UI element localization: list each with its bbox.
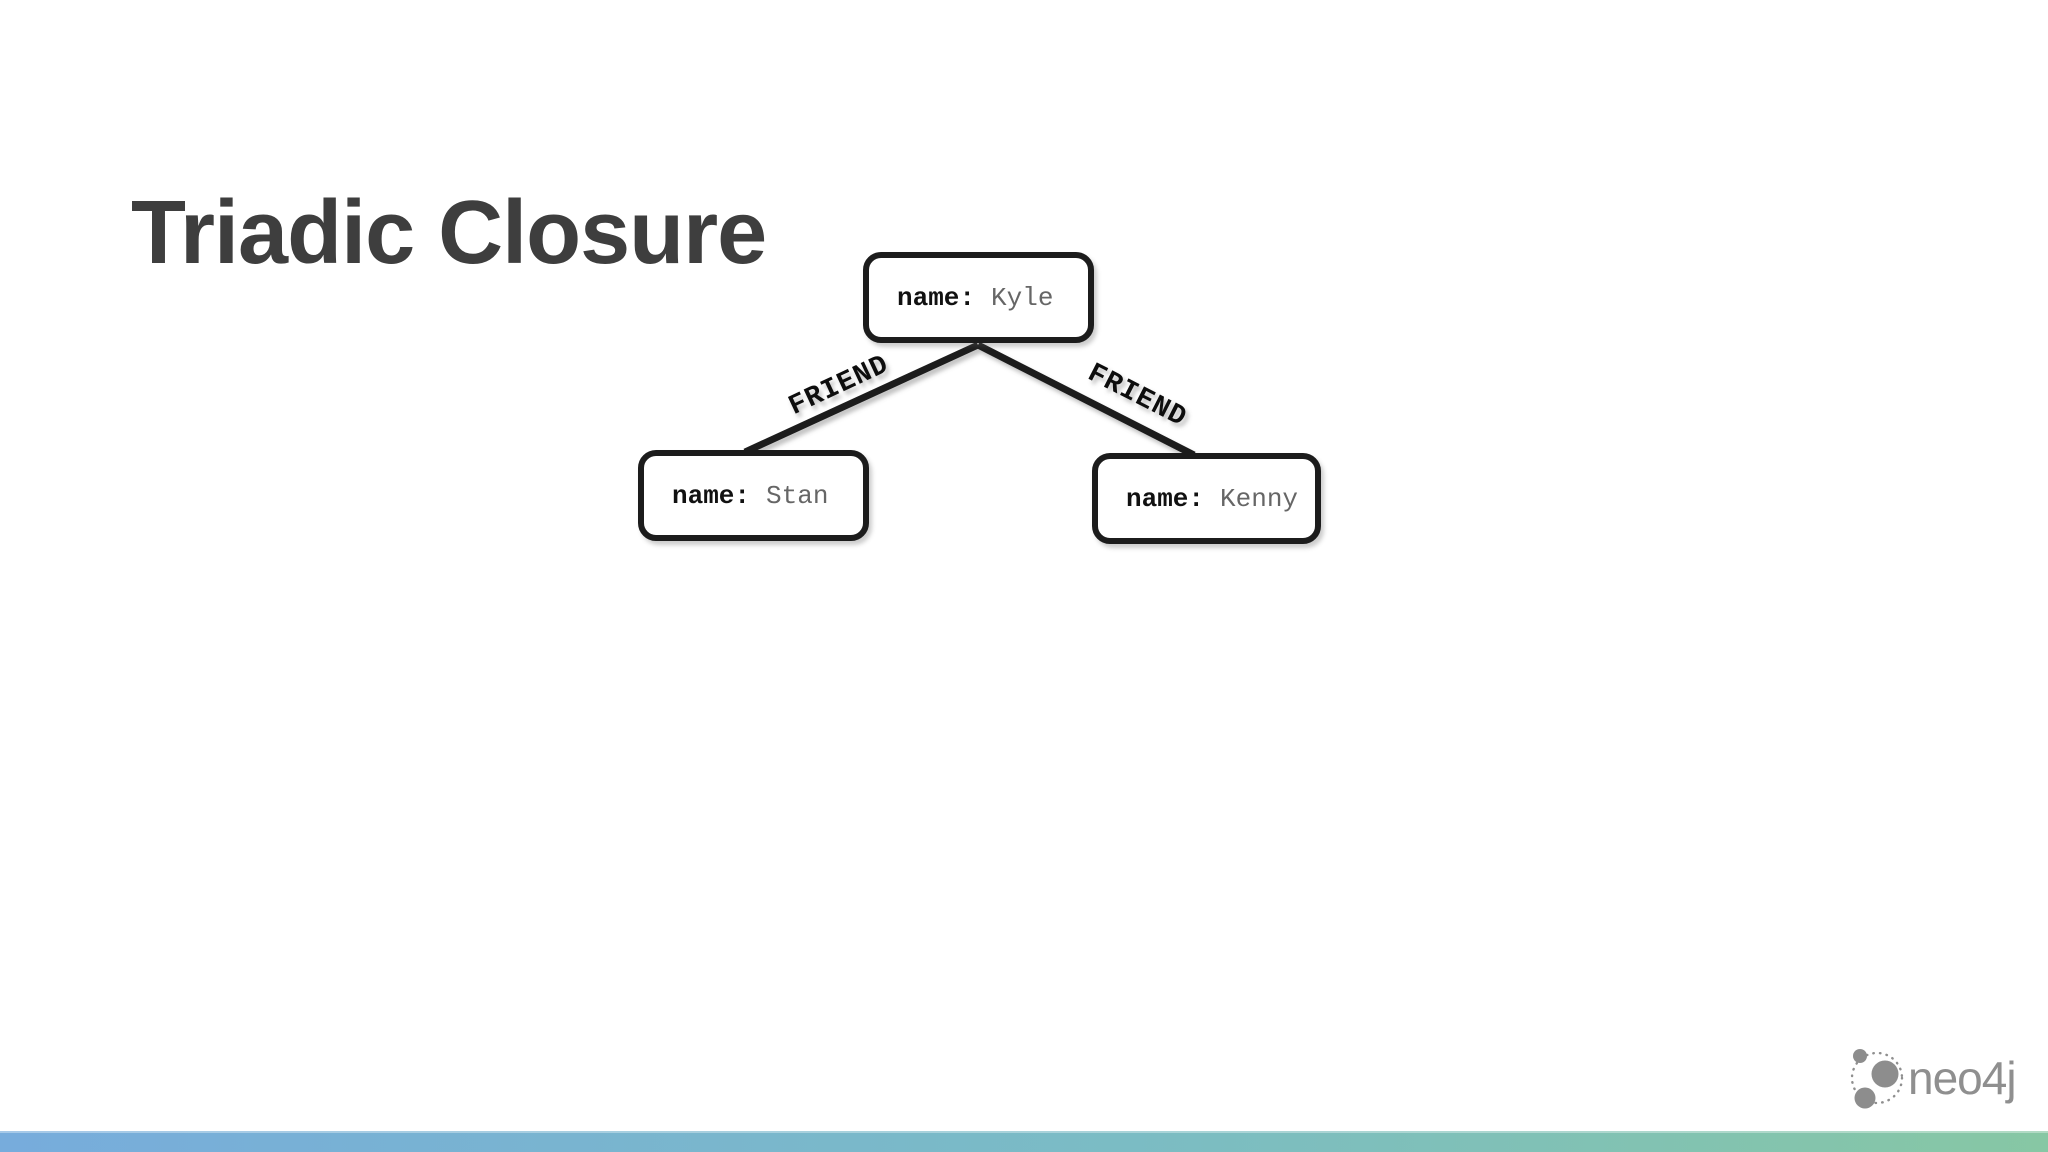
node-kyle: name: Kyle bbox=[863, 252, 1094, 343]
edge-kyle-kenny bbox=[976, 341, 1196, 459]
neo4j-logo-icon bbox=[1850, 1049, 1904, 1109]
node-kenny-property-key: name: bbox=[1126, 483, 1205, 514]
node-kenny-property-value: Kenny bbox=[1220, 483, 1299, 514]
node-kenny: name: Kenny bbox=[1092, 453, 1321, 544]
edge-label-friend-left: FRIEND bbox=[784, 349, 894, 422]
neo4j-logo-text: neo4j bbox=[1908, 1052, 2016, 1104]
node-kyle-property-value: Kyle bbox=[991, 282, 1054, 313]
footer-gradient-bar bbox=[0, 1131, 2048, 1152]
slide-title: Triadic Closure bbox=[131, 183, 767, 284]
edge-kyle-stan bbox=[743, 341, 980, 456]
node-stan: name: Stan bbox=[638, 450, 869, 541]
node-stan-property-key: name: bbox=[672, 480, 751, 511]
neo4j-logo: neo4j bbox=[1850, 1049, 2017, 1109]
node-kyle-property-key: name: bbox=[897, 282, 976, 313]
edge-label-friend-right: FRIEND bbox=[1082, 358, 1191, 434]
node-stan-property-value: Stan bbox=[766, 480, 829, 511]
